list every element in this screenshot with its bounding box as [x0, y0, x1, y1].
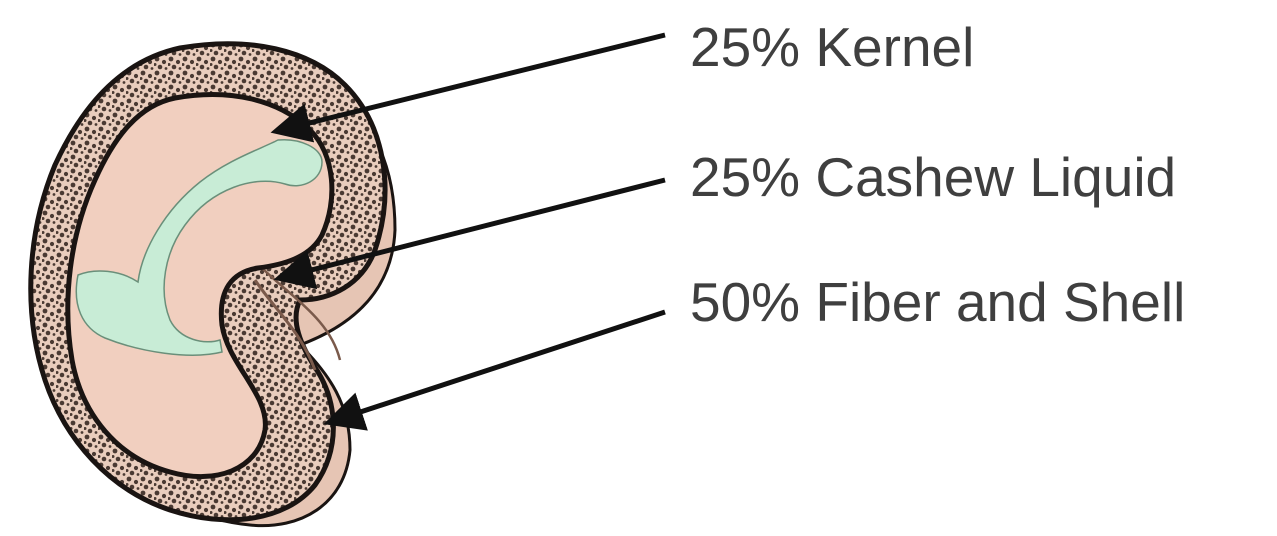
liquid-callout-arrow	[273, 177, 666, 290]
kernel-shape	[65, 92, 335, 480]
cashew-liquid-percentage-label: 25% Cashew Liquid	[690, 146, 1177, 208]
kernel-callout-arrow	[270, 32, 666, 143]
kernel-percentage-label: 25% Kernel	[690, 16, 975, 78]
shell-callout-arrow	[323, 309, 666, 431]
cashew-liquid-channel	[75, 139, 323, 356]
fiber-shell-percentage-label: 50% Fiber and Shell	[690, 271, 1186, 333]
shell-ridge	[261, 267, 342, 361]
shell-ridge	[253, 279, 317, 371]
